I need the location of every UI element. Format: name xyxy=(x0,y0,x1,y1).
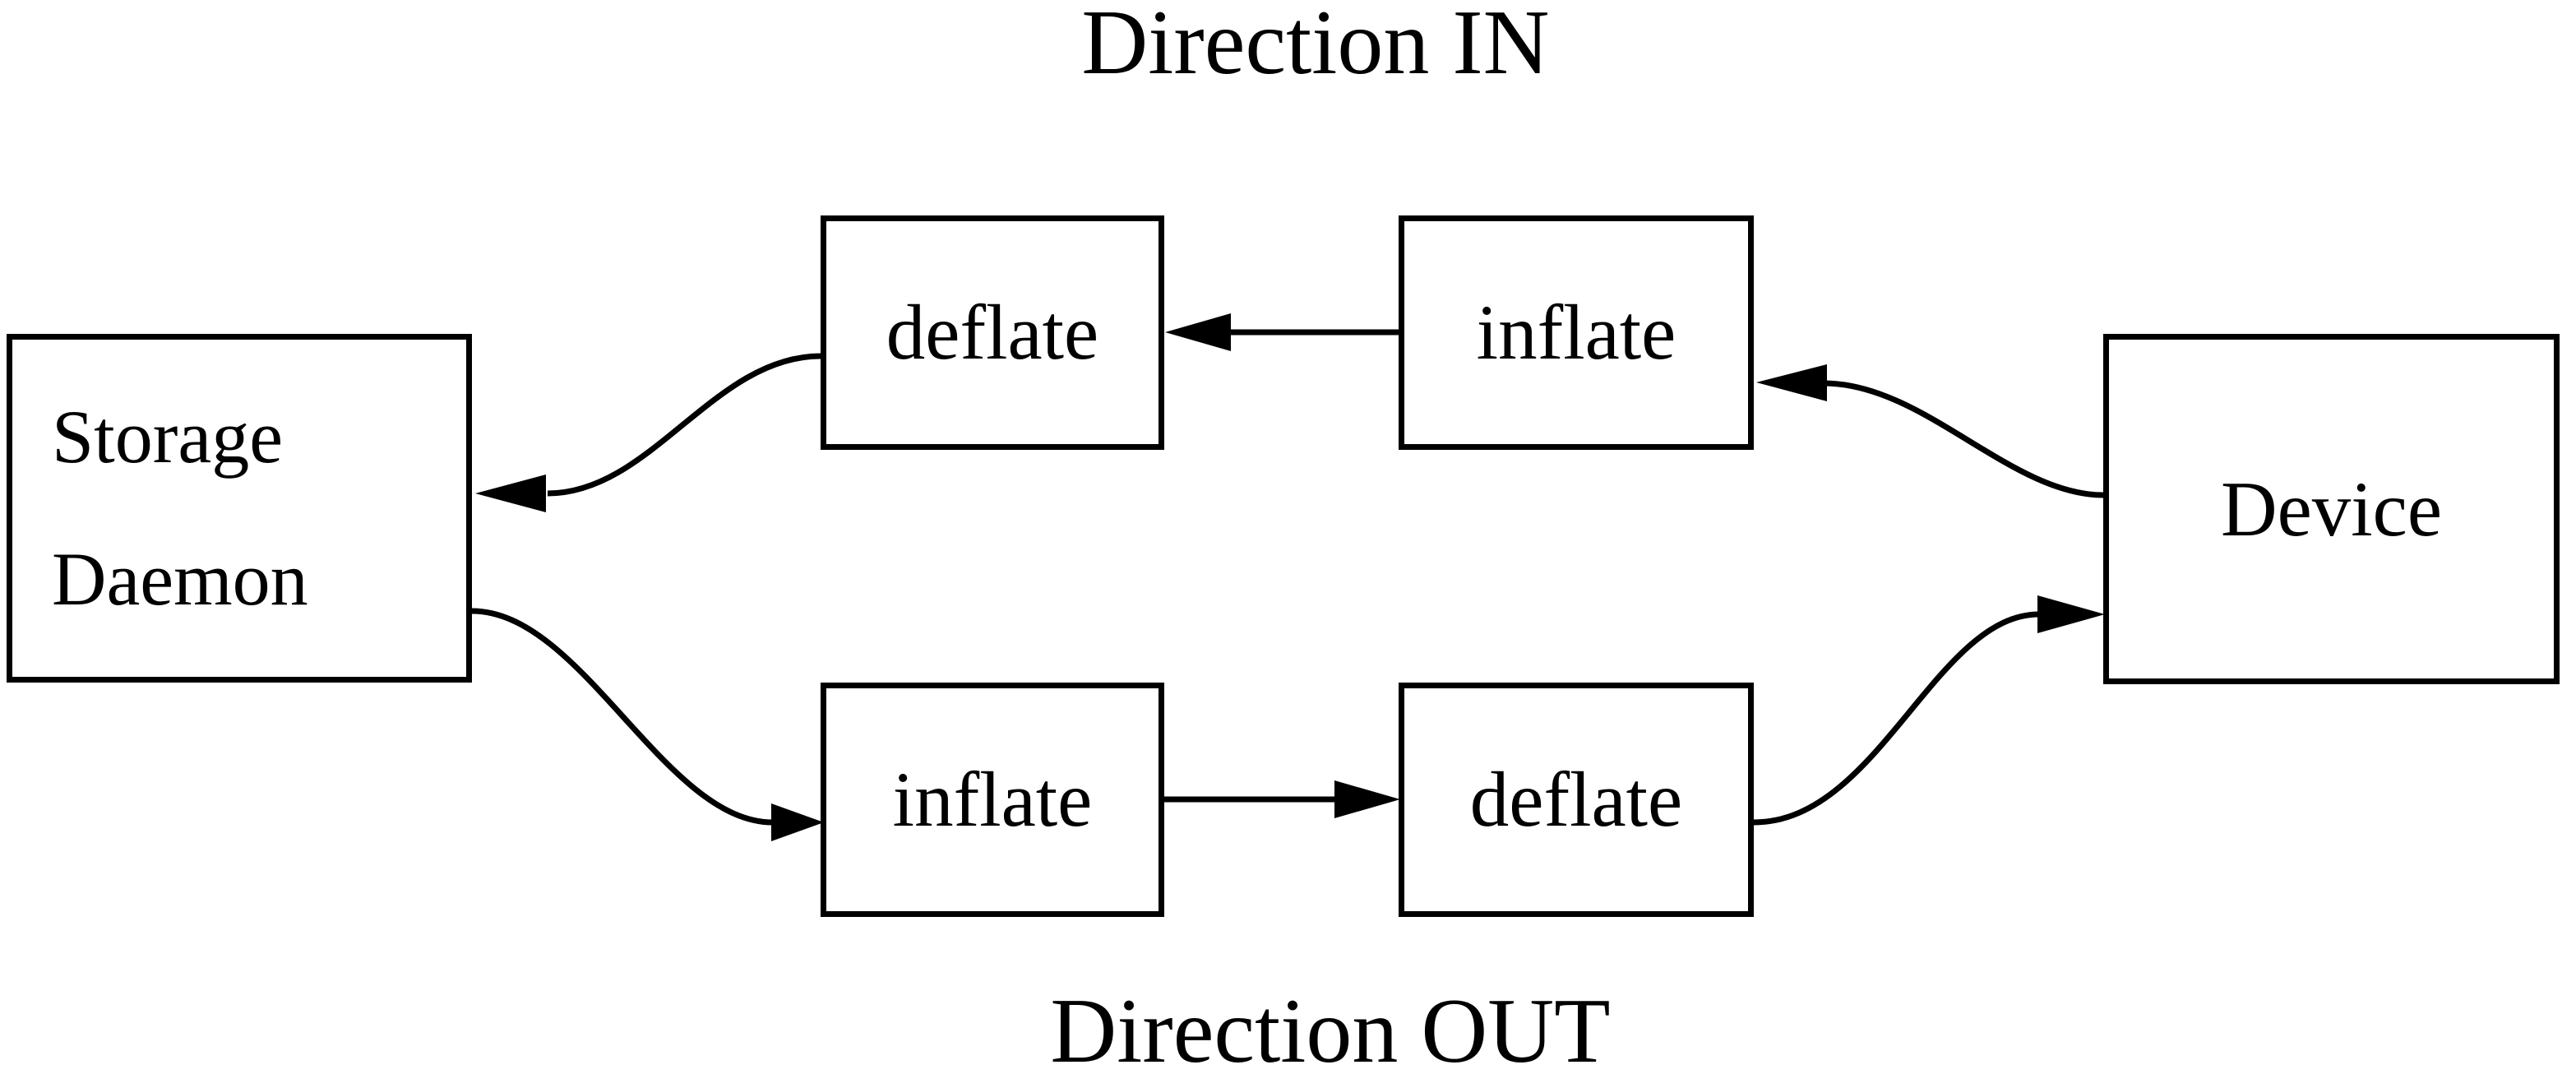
arrowhead-into-device-icon xyxy=(2037,595,2105,633)
node-inflate-out: inflate xyxy=(821,683,1164,917)
edge-deflate-out-to-device-line xyxy=(1753,611,2040,826)
inflate-in-label: inflate xyxy=(1476,289,1676,376)
node-deflate-in: deflate xyxy=(821,215,1164,450)
arrowhead-into-deflate-in-icon xyxy=(1165,313,1231,351)
edge-device-to-inflate-in-line xyxy=(1823,380,2104,498)
node-device: Device xyxy=(2103,334,2560,684)
edge-device-to-inflate-in xyxy=(1756,364,2104,498)
arrowhead-into-deflate-out-icon xyxy=(1334,780,1400,818)
device-label: Device xyxy=(2221,465,2442,553)
node-inflate-in: inflate xyxy=(1399,215,1754,450)
edge-storage-daemon-to-inflate-out-line xyxy=(471,608,774,826)
edge-storage-daemon-to-inflate-out xyxy=(471,608,824,841)
edge-inflate-in-to-deflate-in xyxy=(1165,313,1399,351)
title-direction-in: Direction IN xyxy=(1081,0,1550,94)
node-storage-daemon: Storage Daemon xyxy=(7,334,472,683)
edge-inflate-out-to-deflate-out xyxy=(1164,780,1400,818)
arrowhead-into-storage-daemon-icon xyxy=(475,475,546,512)
edge-deflate-in-to-storage-daemon-line xyxy=(547,353,821,497)
arrowhead-into-inflate-in-icon xyxy=(1756,364,1827,401)
inflate-out-label: inflate xyxy=(892,756,1093,843)
edge-deflate-out-to-device xyxy=(1753,595,2105,826)
deflate-out-label: deflate xyxy=(1469,756,1683,843)
storage-daemon-label-line2: Daemon xyxy=(52,537,308,621)
edge-deflate-in-to-storage-daemon xyxy=(475,353,821,512)
title-direction-out: Direction OUT xyxy=(1050,980,1611,1082)
deflate-in-label: deflate xyxy=(886,289,1099,376)
arrowhead-into-inflate-out-icon xyxy=(771,803,824,841)
node-deflate-out: deflate xyxy=(1399,683,1754,917)
storage-daemon-label-line1: Storage xyxy=(52,395,284,479)
